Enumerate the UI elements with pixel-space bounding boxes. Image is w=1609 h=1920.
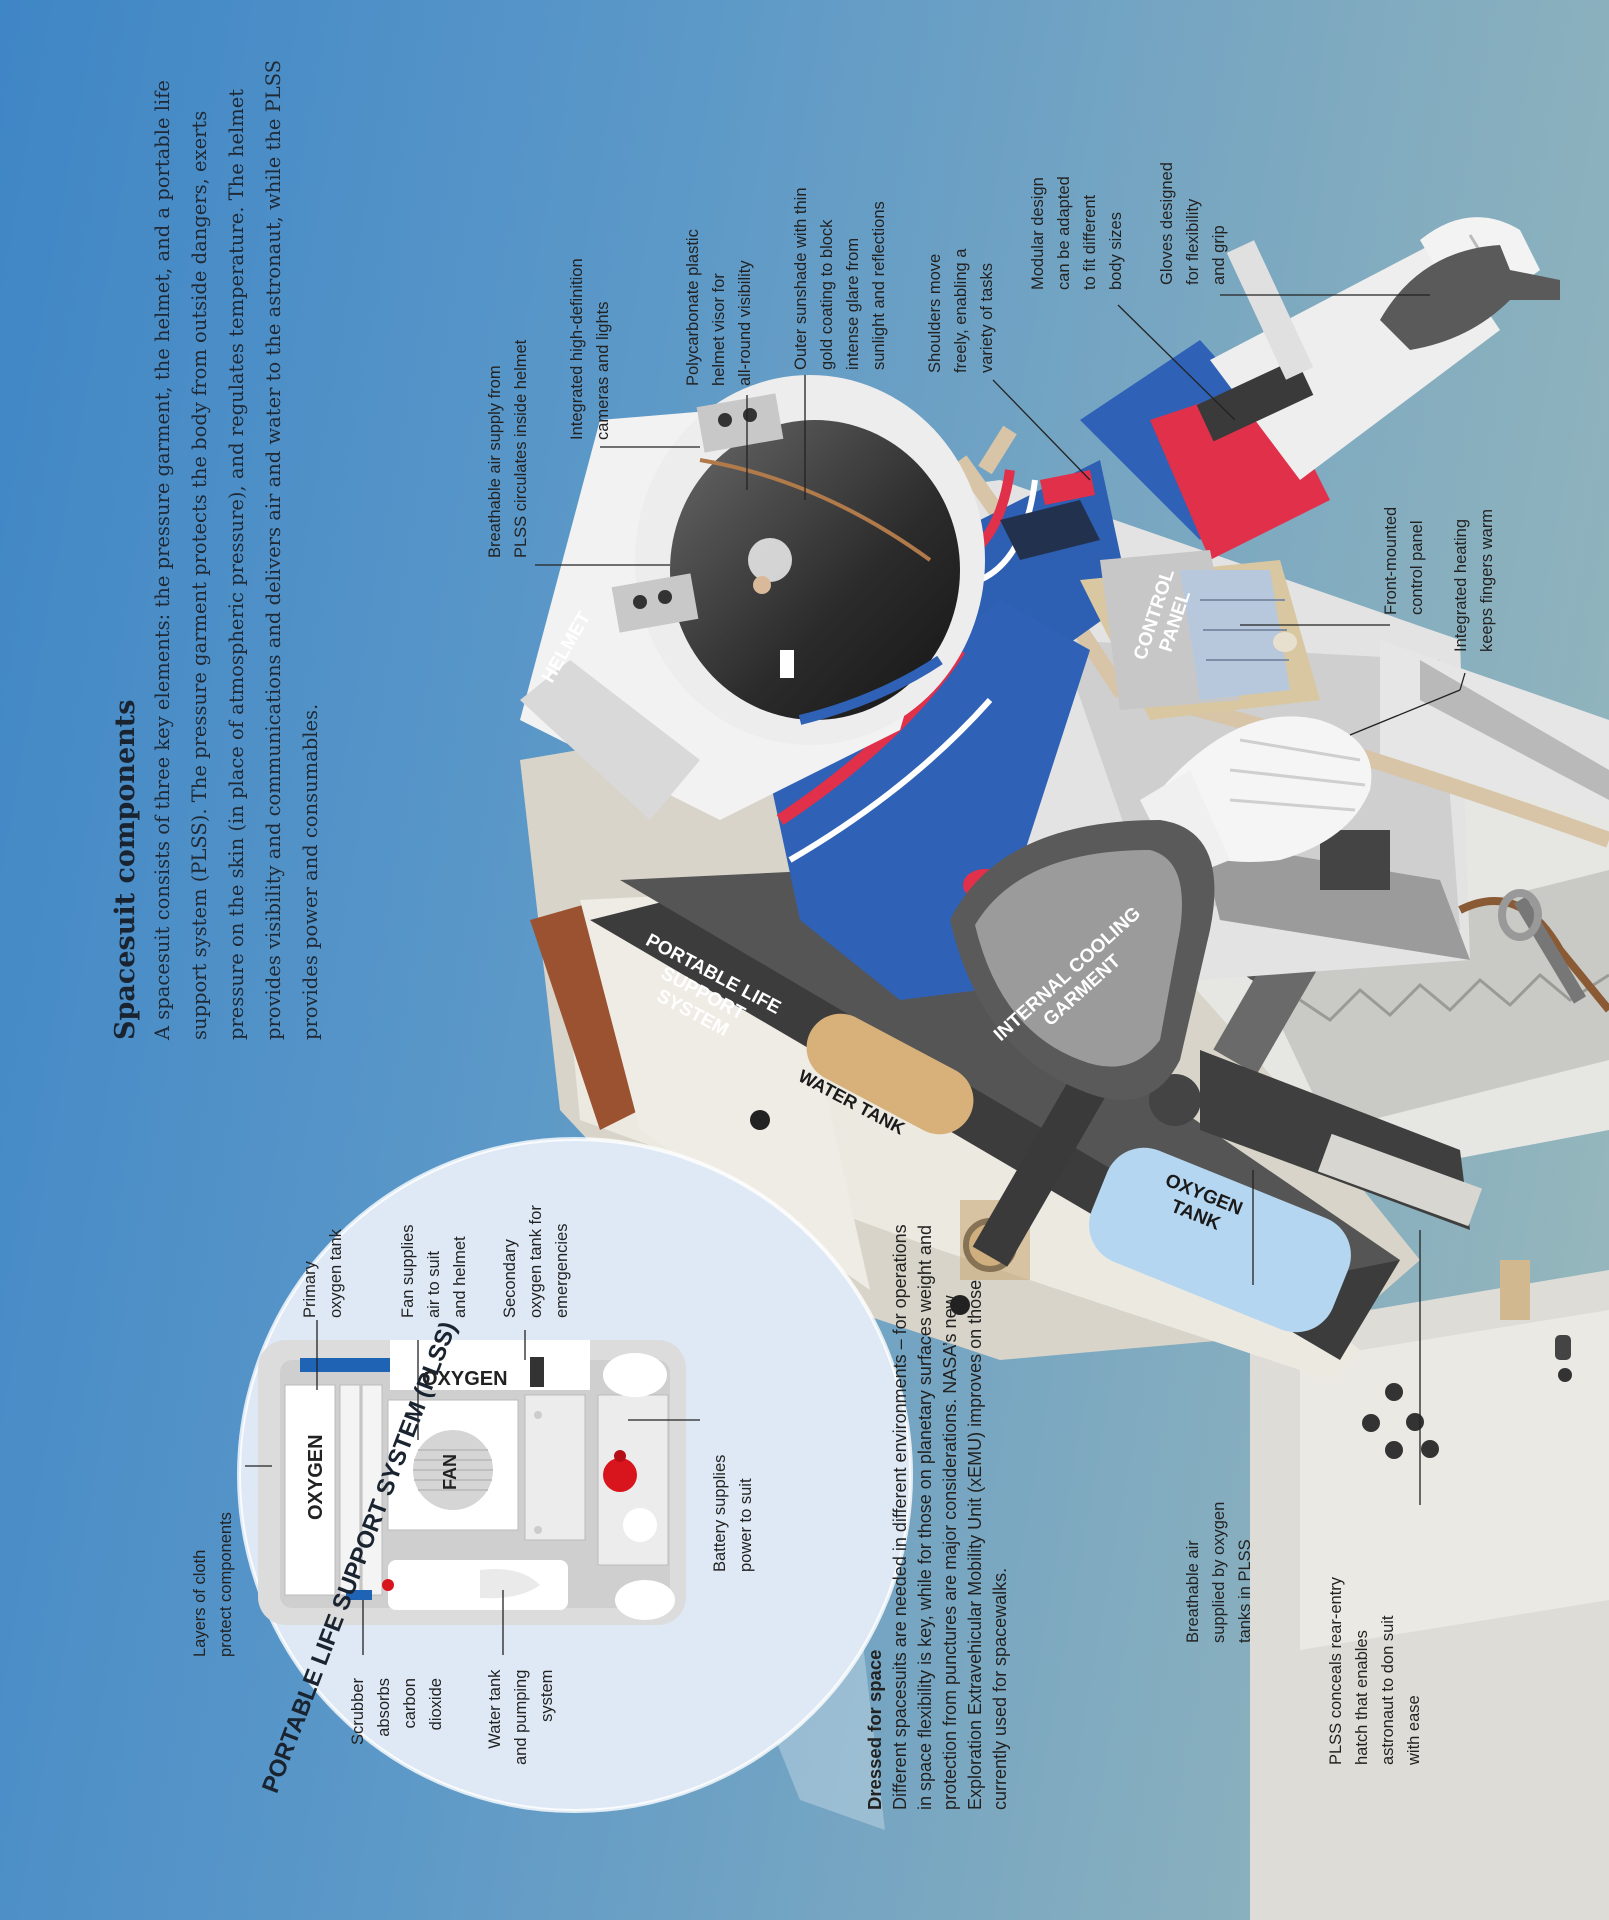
plss-fan-label: FAN (440, 1454, 460, 1490)
callout-visor: Polycarbonate plastic helmet visor for a… (680, 229, 758, 386)
callout-control-panel: Front-mounted control panel (1378, 507, 1430, 615)
callout-hatch: PLSS conceals rear-entry hatch that enab… (1323, 1577, 1427, 1765)
callout-line: Front-mounted (1382, 506, 1400, 615)
callout-line: emergencies (553, 1223, 571, 1318)
callout-cameras: Integrated high-definition cameras and l… (564, 258, 616, 440)
plss-callout-primary: Primary oxygen tank (297, 1229, 349, 1318)
callout-line: keeps fingers warm (1478, 508, 1496, 652)
callout-line: oxygen tank for (527, 1205, 545, 1318)
callout-line: sunlight and reflections (870, 201, 888, 370)
callout-line: and pumping (512, 1669, 530, 1765)
intro-block: Spacesuit components A spacesuit consist… (108, 40, 329, 1040)
callout-line: can be adapted (1055, 176, 1073, 290)
callout-line: Primary (301, 1261, 319, 1318)
callout-line: Polycarbonate plastic (684, 229, 702, 386)
callout-line: Integrated high-definition (568, 258, 586, 440)
callout-line: Breathable air (1184, 1540, 1202, 1643)
cooling-garment-graphic (950, 820, 1215, 1100)
callout-line: all-round visibility (736, 260, 754, 386)
callout-line: PLSS circulates inside helmet (512, 339, 530, 558)
callout-lines (535, 294, 1466, 1505)
callout-line: Integrated heating (1452, 518, 1470, 652)
intro-title: Spacesuit components (110, 699, 141, 1040)
callout-line: Battery supplies (711, 1454, 729, 1572)
callout-line: Fan supplies (399, 1224, 417, 1318)
plss-callout-scrubber: Scrubber absorbs carbon dioxide (345, 1678, 449, 1745)
plss-callout-fan: Fan supplies air to suit and helmet (395, 1224, 473, 1318)
callout-line: Modular design (1029, 177, 1047, 290)
callout-line: freely, enabling a (952, 248, 970, 373)
callout-line: Outer sunshade with thin (792, 187, 810, 370)
dressed-body: Different spacesuits are needed in diffe… (890, 1224, 1010, 1810)
callout-line: PLSS conceals rear-entry (1327, 1576, 1345, 1765)
callout-line: oxygen tank (327, 1229, 345, 1318)
callout-line: Breathable air supply from (486, 365, 504, 558)
callout-line: Secondary (501, 1239, 519, 1318)
callout-line: absorbs (375, 1678, 393, 1737)
helmet-graphic (520, 375, 985, 820)
callout-line: cameras and lights (594, 301, 612, 441)
suit-arm (770, 460, 1130, 1000)
callout-line: helmet visor for (710, 273, 728, 386)
callout-line: Layers of cloth (191, 1549, 209, 1657)
callout-air-supply: Breathable air supply from PLSS circulat… (482, 340, 534, 558)
plss-callout-cloth: Layers of cloth protect components (187, 1512, 239, 1657)
intro-body: A spacesuit consists of three key elemen… (151, 59, 322, 1040)
plss-callout-secondary: Secondary oxygen tank for emergencies (497, 1205, 575, 1318)
callout-line: gold coating to block (818, 219, 836, 370)
callout-line: body sizes (1107, 212, 1125, 290)
plss-detail-graphic (237, 1137, 913, 1813)
callout-line: hatch that enables (1353, 1630, 1371, 1765)
callout-line: air to suit (425, 1251, 443, 1318)
callout-line: and helmet (451, 1236, 469, 1318)
callout-line: Gloves designed (1158, 162, 1176, 285)
callout-line: system (538, 1669, 556, 1722)
plss-callout-battery: Battery supplies power to suit (707, 1455, 759, 1572)
callout-modular: Modular design can be adapted to fit dif… (1025, 176, 1129, 290)
callout-sunshade: Outer sunshade with thin gold coating to… (788, 187, 892, 370)
plss-callout-water: Water tank and pumping system (482, 1670, 560, 1765)
callout-line: power to suit (737, 1478, 755, 1572)
plss-oxygen-label-a: OXYGEN (305, 1434, 327, 1520)
callout-line: dioxide (427, 1678, 445, 1731)
callout-line: carbon (401, 1678, 419, 1729)
plss-detail-lines (245, 1320, 700, 1655)
callout-line: control panel (1408, 520, 1426, 615)
dressed-block: Dressed for space Different spacesuits a… (862, 1210, 1013, 1810)
callout-line: Water tank (486, 1669, 504, 1749)
callout-shoulders: Shoulders move freely, enabling a variet… (922, 249, 1000, 373)
plss-oxygen-label-b: OXYGEN (422, 1368, 508, 1390)
callout-line: supplied by oxygen (1210, 1501, 1228, 1643)
callout-line: Scrubber (349, 1678, 367, 1745)
front-glove (963, 716, 1372, 901)
callout-line: astronaut to don suit (1379, 1615, 1397, 1765)
callout-oxygen-air: Breathable air supplied by oxygen tanks … (1180, 1502, 1258, 1643)
callout-line: with ease (1405, 1695, 1423, 1765)
callout-line: and grip (1210, 225, 1228, 285)
callout-line: variety of tasks (978, 262, 996, 373)
top-glove (1380, 245, 1560, 350)
dressed-title: Dressed for space (864, 1649, 885, 1810)
callout-line: protect components (217, 1512, 235, 1657)
callout-gloves: Gloves designed for flexibility and grip (1154, 162, 1232, 285)
callout-line: intense glare from (844, 237, 862, 370)
plss-backpack (520, 690, 1483, 1380)
callout-line: tanks in PLSS (1236, 1539, 1254, 1643)
callout-heating: Integrated heating keeps fingers warm (1448, 509, 1500, 652)
callout-line: for flexibility (1184, 198, 1202, 285)
callout-line: Shoulders move (926, 253, 944, 373)
control-panel-graphic (1080, 550, 1320, 720)
callout-line: to fit different (1081, 194, 1099, 290)
